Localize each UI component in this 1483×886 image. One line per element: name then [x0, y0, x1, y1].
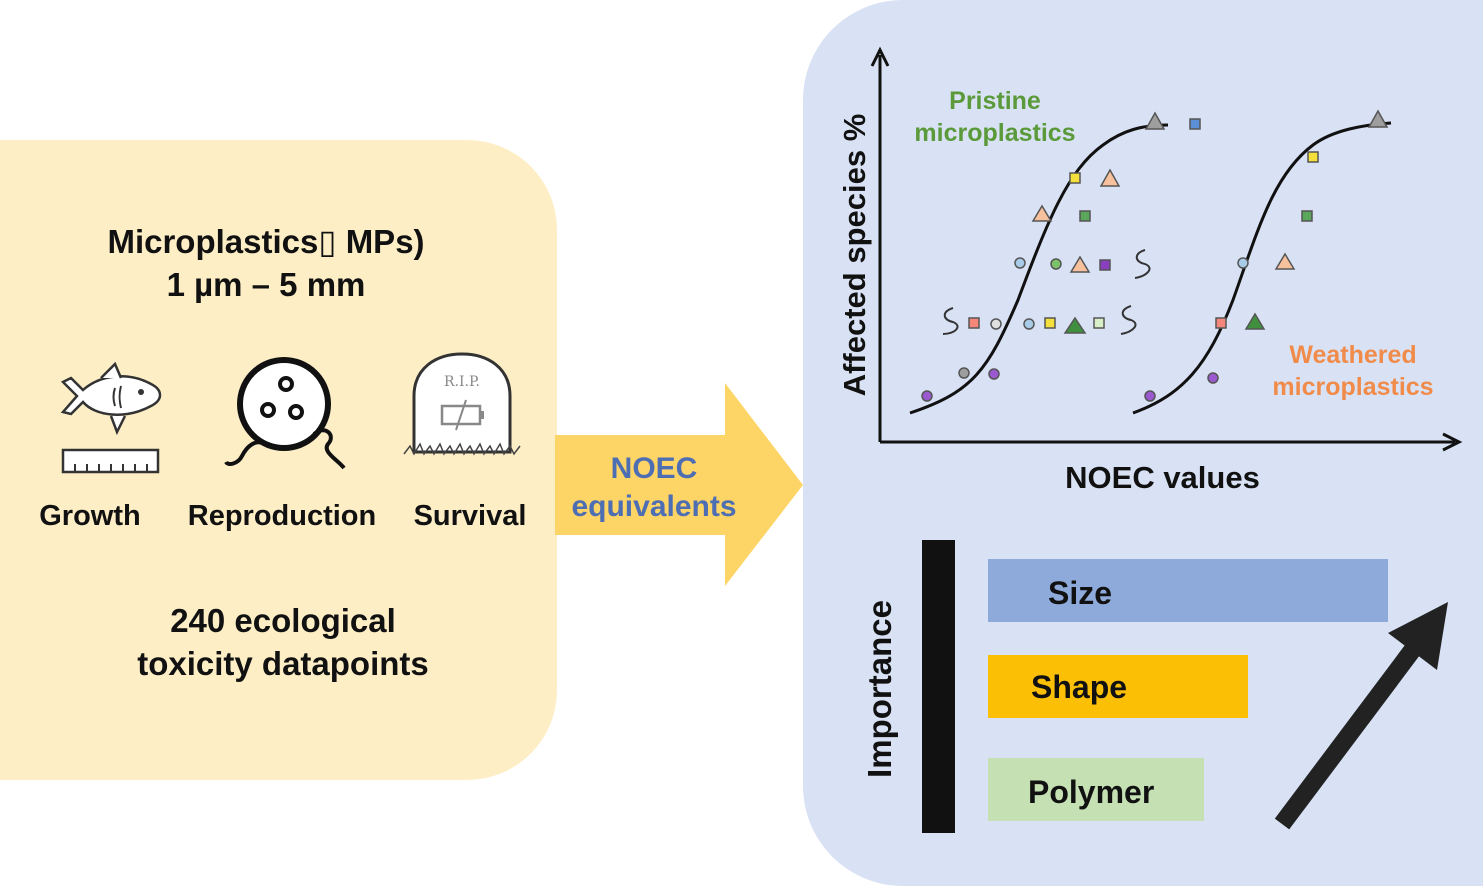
- size-label: Size: [1048, 575, 1113, 611]
- weathered-curve: [1132, 121, 1392, 415]
- marker: [1069, 255, 1091, 273]
- reproduction-icon: [224, 357, 346, 470]
- marker: [1274, 252, 1296, 270]
- fish-ruler-icon: [60, 361, 162, 474]
- marker: [1079, 210, 1091, 222]
- marker: [988, 368, 1000, 380]
- marker: [1189, 118, 1201, 130]
- polymer-bar: Polymer: [988, 758, 1204, 821]
- marker: [958, 367, 970, 379]
- noec-arrow: [555, 383, 803, 586]
- marker: [1023, 318, 1035, 330]
- shape-bar: Shape: [988, 655, 1248, 718]
- marker: [1069, 172, 1081, 184]
- tombstone-text: R.I.P.: [444, 374, 480, 390]
- marker: [1301, 210, 1313, 222]
- tombstone-icon: R.I.P.: [403, 352, 521, 456]
- noec-label: NOEC: [610, 452, 698, 485]
- marker: [1014, 257, 1026, 269]
- datapoints-line1: 240 ecological: [170, 602, 396, 639]
- fiber-marker: [1134, 249, 1151, 279]
- weathered-line2: microplastics: [1272, 373, 1434, 401]
- marker: [1307, 151, 1319, 163]
- marker: [1099, 259, 1111, 271]
- marker: [1215, 317, 1227, 329]
- equivalents-label: equivalents: [571, 490, 737, 523]
- fiber-marker: [1120, 305, 1137, 335]
- pristine-markers: [921, 111, 1201, 402]
- importance-label: Importance: [861, 600, 898, 778]
- importance-bar: [922, 540, 955, 833]
- marker: [1044, 317, 1056, 329]
- marker: [1244, 312, 1266, 330]
- marker: [1031, 204, 1053, 222]
- pristine-line1: Pristine: [949, 87, 1041, 115]
- reproduction-label: Reproduction: [187, 500, 377, 532]
- marker: [990, 318, 1002, 330]
- marker: [1063, 316, 1087, 334]
- ssd-chart: [870, 46, 1463, 452]
- x-axis-arrowhead: [1442, 432, 1463, 452]
- weathered-line1: Weathered: [1289, 341, 1417, 369]
- marker: [1099, 168, 1121, 187]
- polymer-label: Polymer: [1028, 774, 1155, 810]
- marker: [1237, 257, 1249, 269]
- microplastics-title: Microplastics▯ MPs): [107, 223, 425, 260]
- marker: [1207, 372, 1219, 384]
- datapoints-line2: toxicity datapoints: [137, 645, 429, 682]
- pristine-annotation: Pristine microplastics: [895, 85, 1095, 149]
- pristine-line2: microplastics: [914, 119, 1076, 147]
- marker: [1144, 111, 1166, 130]
- weathered-markers: [1144, 109, 1389, 402]
- y-axis-arrowhead: [870, 46, 890, 67]
- y-axis-label: Affected species %: [837, 113, 872, 397]
- marker: [1050, 258, 1062, 270]
- marker: [1367, 109, 1389, 128]
- increasing-arrow: [1274, 602, 1448, 830]
- weathered-annotation: Weathered microplastics: [1253, 339, 1453, 403]
- marker: [921, 390, 933, 402]
- marker: [1093, 317, 1105, 329]
- survival-label: Survival: [413, 500, 527, 532]
- size-bar: Size: [988, 559, 1388, 622]
- pristine-curve: [909, 123, 1169, 415]
- growth-label: Growth: [39, 500, 141, 532]
- marker: [1144, 390, 1156, 402]
- marker: [968, 317, 980, 329]
- size-range: 1 µm – 5 mm: [166, 266, 366, 303]
- fiber-marker: [942, 307, 959, 335]
- shape-label: Shape: [1031, 669, 1128, 705]
- x-axis-label: NOEC values: [1065, 460, 1260, 495]
